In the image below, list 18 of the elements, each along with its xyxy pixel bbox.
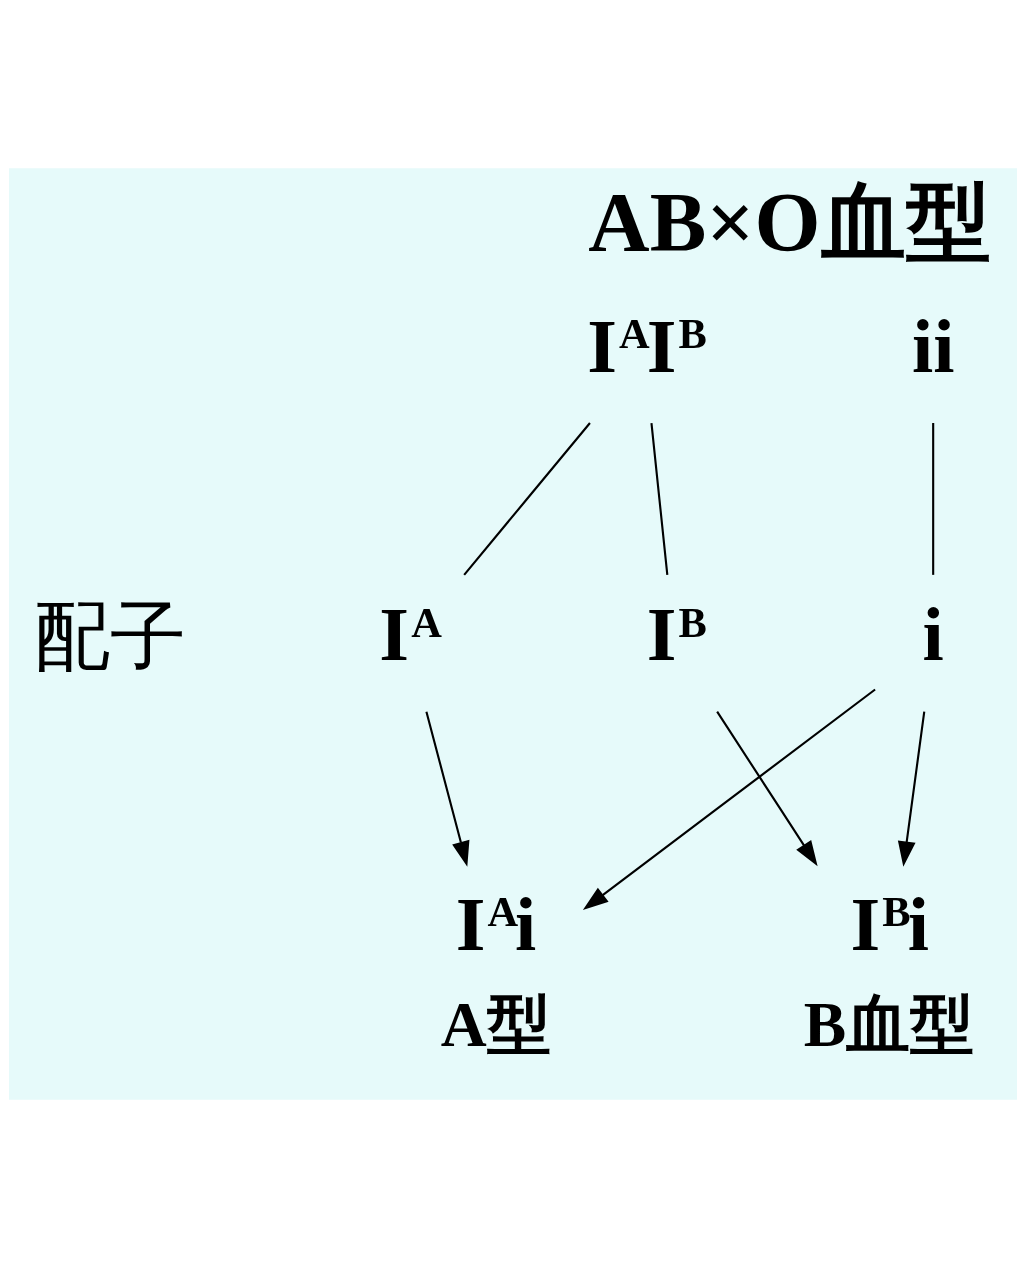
diagram-title: AB×O血型 xyxy=(587,174,991,269)
node-text: I$^{B}$i xyxy=(849,881,929,967)
node-text: I$^{A}$I$^{B}$ xyxy=(586,303,707,389)
arrow xyxy=(424,711,469,867)
node-text: i xyxy=(922,592,944,678)
connector xyxy=(649,422,668,575)
connector xyxy=(462,422,591,576)
arrow xyxy=(582,688,876,911)
node-text: I$^{B}$ xyxy=(646,592,707,678)
label: 配子 xyxy=(33,594,186,680)
arrow xyxy=(715,711,818,867)
node-text: ii xyxy=(911,303,954,389)
node-text: I$^{A}$ xyxy=(378,592,442,678)
node-text: I$^{A}$i xyxy=(455,881,536,967)
node-label: A型 xyxy=(440,988,551,1060)
arrow xyxy=(897,711,925,867)
connector xyxy=(931,423,934,575)
node-label: B血型 xyxy=(803,988,974,1060)
